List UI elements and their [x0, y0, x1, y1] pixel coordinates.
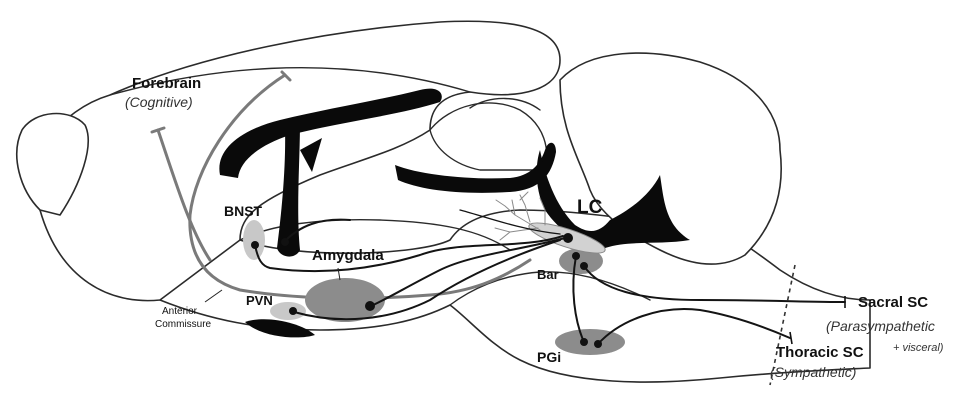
forebrain-sub-label: (Cognitive) [125, 94, 193, 110]
amygdala-neuron-dot [365, 301, 375, 311]
forebrain-label: Forebrain [132, 75, 201, 92]
anterior-commissure-label-2: Commissure [155, 319, 212, 330]
sacral-sub-label-1: (Parasympathetic [826, 318, 935, 334]
pgi-nucleus [555, 329, 625, 355]
bar-label: Bar [537, 267, 559, 282]
amygdala-label: Amygdala [312, 247, 384, 264]
anterior-commissure-label-1: Anterior [162, 306, 198, 317]
pvn-label: PVN [246, 293, 273, 308]
bnst-nucleus [243, 220, 265, 260]
pgi-neuron-dot-2 [594, 340, 602, 348]
bnst-label: BNST [224, 203, 263, 219]
pgi-label: PGi [537, 349, 561, 365]
bar-neuron-dot-1 [572, 252, 580, 260]
thoracic-sub-label: (Sympathetic) [770, 364, 856, 380]
pvn-neuron-dot [289, 307, 297, 315]
fornix-neuron-dot [281, 238, 289, 246]
amygdala-nucleus [305, 278, 385, 322]
pgi-neuron-dot-1 [580, 338, 588, 346]
lc-neuron-dot [563, 233, 573, 243]
pvn-nucleus [270, 302, 306, 320]
thalamic-tract [395, 143, 556, 193]
lc-label: LC [577, 197, 603, 218]
midbrain-outline [430, 103, 547, 170]
sacral-sub-label-2: + visceral) [893, 342, 944, 354]
bnst-neuron-dot [251, 241, 259, 249]
bar-neuron-dot-2 [580, 262, 588, 270]
sacral-sc-label: Sacral SC [858, 294, 928, 311]
thoracic-sc-label: Thoracic SC [776, 344, 864, 361]
